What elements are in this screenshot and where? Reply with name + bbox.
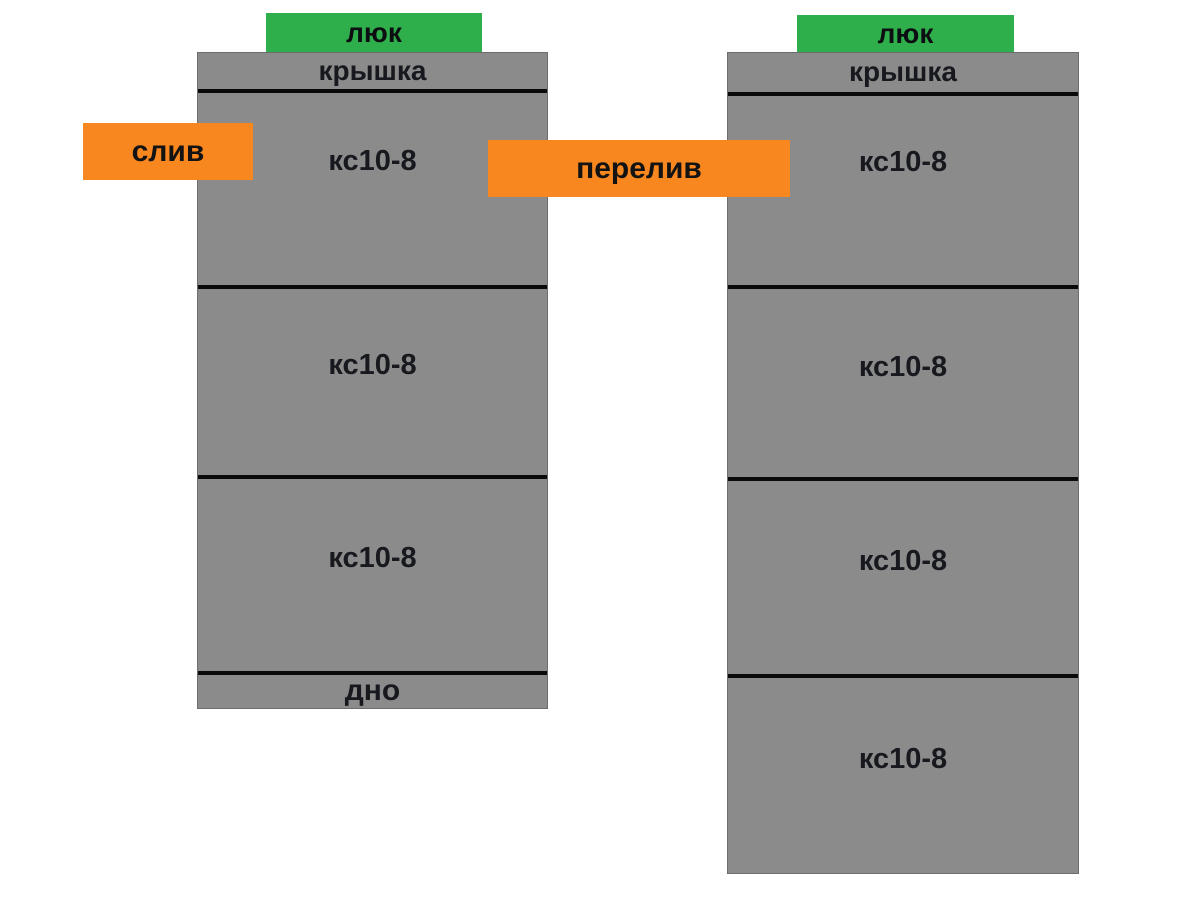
right-cover-section: крышка <box>728 53 1078 92</box>
right-ring-section-3: кс10-8 <box>728 476 1078 675</box>
right-hatch-label: люк <box>877 17 934 49</box>
right-ring-section-1: кс10-8 <box>728 91 1078 286</box>
right-ring-section-4: кс10-8 <box>728 674 1078 873</box>
right-cover-label: крышка <box>849 56 957 88</box>
left-ring-section-2: кс10-8 <box>198 285 547 474</box>
overflow-tag: перелив <box>488 140 790 197</box>
left-cover-label: крышка <box>318 54 427 86</box>
right-ring-label-2: кс10-8 <box>858 350 948 383</box>
right-ring-label-3: кс10-8 <box>858 545 948 578</box>
left-ring-label-2: кс10-8 <box>328 349 417 382</box>
left-ring-label-1: кс10-8 <box>328 144 417 177</box>
left-ring-label-3: кс10-8 <box>328 542 417 575</box>
left-hatch-label: люк <box>346 16 402 48</box>
left-bottom-section: дно <box>198 670 547 708</box>
right-hatch-block: люк <box>797 15 1014 52</box>
left-hatch-block: люк <box>266 13 482 52</box>
left-ring-section-1: кс10-8 <box>198 88 547 285</box>
drain-tag: слив <box>83 123 253 180</box>
drain-label: слив <box>131 134 205 168</box>
left-bottom-label: дно <box>344 674 401 708</box>
left-ring-section-3: кс10-8 <box>198 474 547 671</box>
left-cover-section: крышка <box>198 53 547 89</box>
right-ring-section-2: кс10-8 <box>728 285 1078 477</box>
right-ring-label-4: кс10-8 <box>858 743 948 776</box>
right-ring-label-1: кс10-8 <box>858 146 948 179</box>
overflow-label: перелив <box>576 151 702 185</box>
